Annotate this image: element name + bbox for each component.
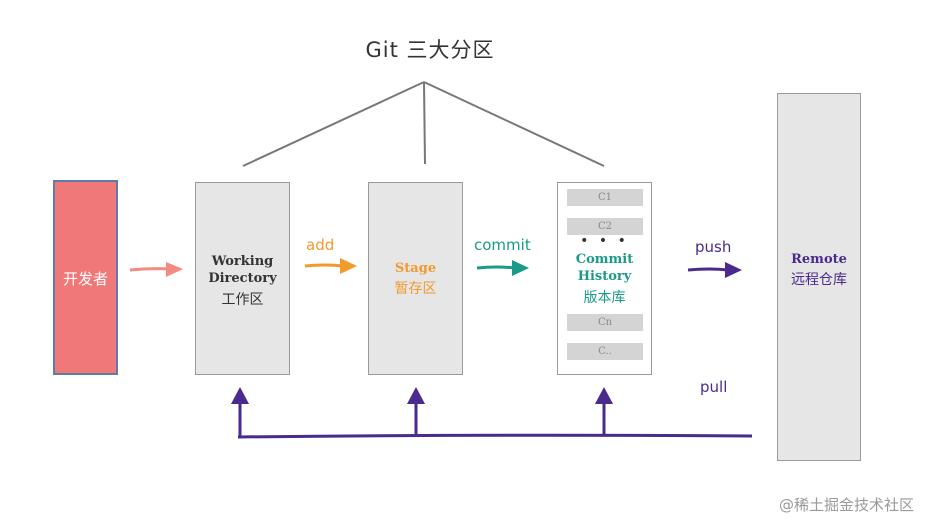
commit-arrow [476,260,529,276]
commit-history-name-2: History [577,269,632,284]
working-directory-name-cn: 工作区 [221,292,264,308]
commit-history-name-1: Commit [575,252,634,267]
developer-arrow [129,262,183,277]
remote-name-cn: 远程仓库 [791,272,847,288]
diagram-title: Git 三大分区 [365,38,495,62]
working-directory-name-1: Working [211,254,274,269]
tree-lines [242,81,605,167]
push-label: push [695,238,732,256]
add-label: add [306,236,335,254]
commit-label: commit [474,236,531,254]
commit-slot-c-more: C.. [567,343,643,360]
remote-name: Remote [791,252,847,267]
push-arrow [687,262,742,278]
remote-box: Remote 远程仓库 [777,93,861,461]
pull-arrows [231,387,753,439]
commit-ellipsis: • • • [580,233,629,249]
working-directory-name-2: Directory [208,271,277,286]
commit-history-box: C1 C2 • • • Commit History 版本库 Cn C.. [557,182,652,375]
stage-name-cn: 暂存区 [394,281,437,297]
commit-slot-cn: Cn [567,314,643,331]
working-directory-box: Working Directory 工作区 [195,182,290,375]
developer-box: 开发者 [53,180,118,375]
watermark: @稀土掘金技术社区 [778,496,914,514]
commit-slot-c1: C1 [567,189,643,206]
commit-slot-c2: C2 [567,218,643,235]
commit-history-name-cn: 版本库 [583,290,626,306]
add-arrow [304,258,357,274]
stage-box: Stage 暂存区 [368,182,463,375]
pull-label: pull [700,378,728,396]
stage-name: Stage [394,261,437,276]
developer-label: 开发者 [62,270,108,288]
